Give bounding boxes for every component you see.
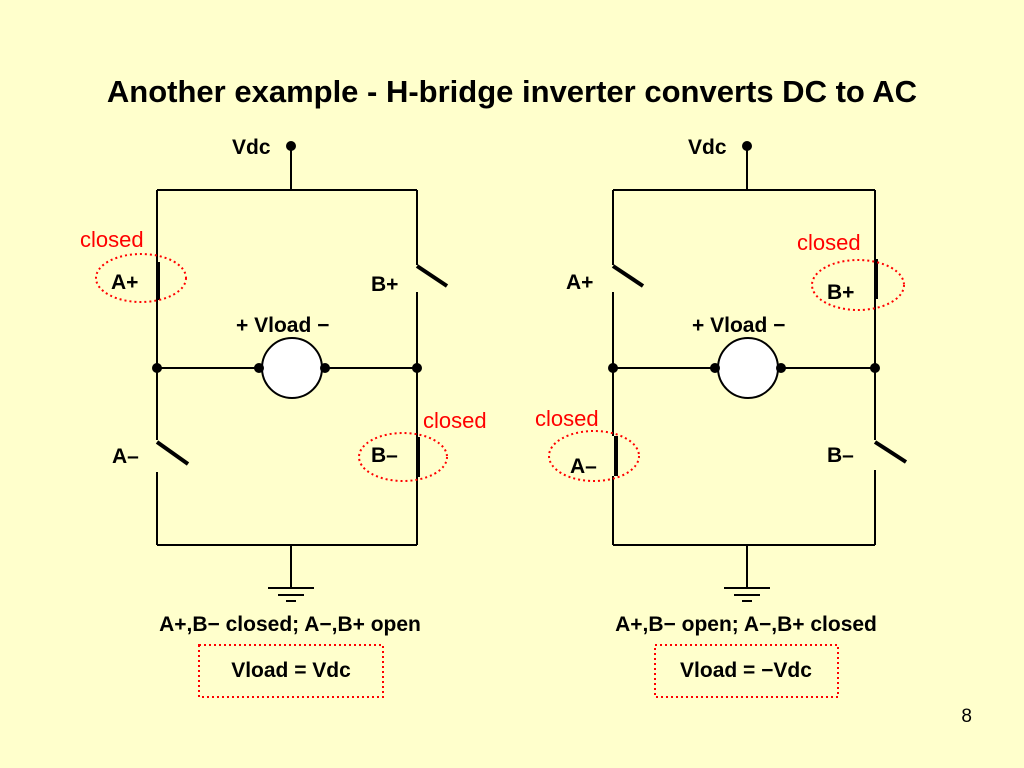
right-a-minus-highlight bbox=[548, 430, 640, 482]
right-a-minus-label: A– bbox=[570, 455, 597, 478]
right-b-plus-highlight bbox=[811, 259, 905, 311]
left-b-minus-highlight bbox=[358, 432, 448, 482]
right-b-plus-label: B+ bbox=[827, 281, 854, 304]
slide-title: Another example - H-bridge inverter conv… bbox=[106, 74, 918, 109]
right-b-minus-switch-open bbox=[873, 440, 908, 464]
left-b-plus-label: B+ bbox=[371, 273, 398, 296]
left-a-plus-highlight bbox=[95, 253, 187, 303]
left-b-minus-closed-label: closed bbox=[423, 408, 487, 433]
right-load-dot-right bbox=[776, 363, 786, 373]
left-a-minus-switch-open bbox=[155, 440, 190, 466]
right-load-node-b bbox=[870, 363, 880, 373]
right-vload-label: + Vload − bbox=[692, 314, 785, 337]
right-a-plus-label: A+ bbox=[566, 271, 593, 294]
left-a-plus-label: A+ bbox=[111, 271, 138, 294]
left-vdc-label: Vdc bbox=[232, 136, 271, 159]
left-load-circle bbox=[261, 337, 323, 399]
left-condition-text: A+,B− closed; A−,B+ open bbox=[159, 613, 421, 636]
left-a-plus-closed-label: closed bbox=[80, 227, 144, 252]
left-a-minus-label: A– bbox=[112, 445, 139, 468]
right-load-circle bbox=[717, 337, 779, 399]
right-b-minus-label: B– bbox=[827, 444, 854, 467]
left-vload-label: + Vload − bbox=[236, 314, 329, 337]
left-load-node-a bbox=[152, 363, 162, 373]
right-a-minus-closed-label: closed bbox=[535, 406, 599, 431]
right-a-plus-switch-open bbox=[611, 264, 645, 288]
left-b-plus-switch-open bbox=[415, 264, 449, 288]
right-result-box bbox=[654, 644, 839, 698]
left-b-minus-label: B– bbox=[371, 444, 398, 467]
right-condition-text: A+,B− open; A−,B+ closed bbox=[615, 613, 877, 636]
right-b-plus-closed-label: closed bbox=[797, 230, 861, 255]
right-circuit bbox=[548, 141, 908, 602]
right-result-text: Vload = −Vdc bbox=[680, 659, 812, 682]
left-load-node-b bbox=[412, 363, 422, 373]
left-circuit bbox=[95, 141, 449, 602]
right-load-node-a bbox=[608, 363, 618, 373]
left-load-dot-right bbox=[320, 363, 330, 373]
right-load-dot-left bbox=[710, 363, 720, 373]
left-result-text: Vload = Vdc bbox=[231, 659, 351, 682]
left-result-box bbox=[198, 644, 384, 698]
left-load-dot-left bbox=[254, 363, 264, 373]
right-vdc-label: Vdc bbox=[688, 136, 727, 159]
page-number: 8 bbox=[961, 706, 972, 727]
